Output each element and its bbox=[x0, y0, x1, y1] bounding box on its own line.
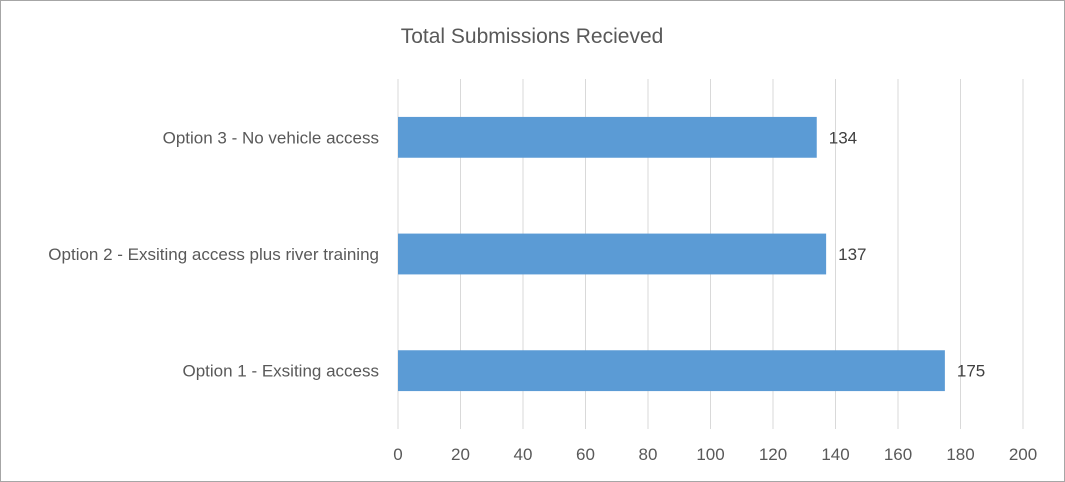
category-label: Option 1 - Exsiting access bbox=[182, 362, 379, 381]
x-tick-label: 200 bbox=[1009, 445, 1037, 464]
x-tick-label: 80 bbox=[639, 445, 658, 464]
x-tick-label: 120 bbox=[759, 445, 787, 464]
category-labels: Option 1 - Exsiting access Option 2 - Exs… bbox=[48, 128, 379, 380]
chart-title: Total Submissions Recieved bbox=[401, 25, 664, 48]
data-label: 175 bbox=[957, 362, 985, 381]
x-tick-label: 60 bbox=[576, 445, 595, 464]
x-tick-label: 20 bbox=[451, 445, 470, 464]
category-label: Option 3 - No vehicle access bbox=[163, 128, 379, 147]
x-tick-label: 140 bbox=[821, 445, 849, 464]
bar bbox=[398, 116, 817, 158]
x-tick-label: 0 bbox=[393, 445, 402, 464]
bars bbox=[398, 116, 945, 392]
data-label: 134 bbox=[829, 128, 857, 147]
data-label: 137 bbox=[838, 245, 866, 264]
x-tick-label: 180 bbox=[946, 445, 974, 464]
category-label: Option 2 - Exsiting access plus river tr… bbox=[48, 245, 379, 264]
bar bbox=[398, 233, 827, 275]
bar bbox=[398, 350, 945, 392]
x-tick-label: 100 bbox=[696, 445, 724, 464]
x-tick-label: 160 bbox=[884, 445, 912, 464]
x-axis-tick-labels: 0 20 40 60 80 100 120 140 160 180 200 bbox=[393, 445, 1037, 464]
data-labels: 175 137 134 bbox=[829, 128, 986, 380]
x-tick-label: 40 bbox=[514, 445, 533, 464]
